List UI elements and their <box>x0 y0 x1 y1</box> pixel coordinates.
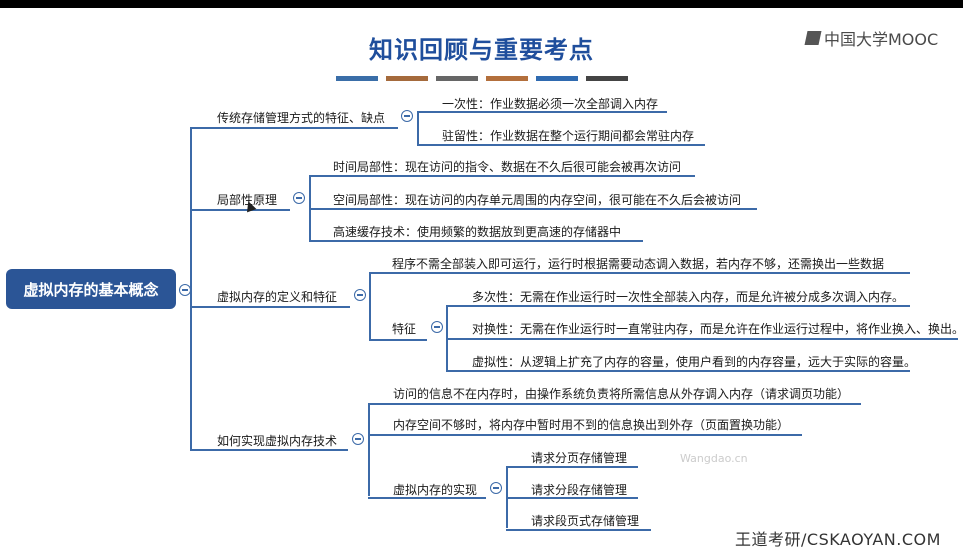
node-underline <box>506 529 651 531</box>
node-underline <box>446 370 910 372</box>
branch-underline <box>190 306 350 308</box>
impl-demand-segmentation[interactable]: 请求分段存储管理 <box>531 483 628 497</box>
node-definition[interactable]: 程序不需全部装入即可运行，运行时根据需要动态调入数据，若内存不够，还需换出一些数… <box>392 257 885 271</box>
node-underline <box>368 403 861 405</box>
branch-traditional-storage[interactable]: 传统存储管理方式的特征、缺点 <box>217 111 386 125</box>
cskaoyan-watermark: 王道考研/CSKAOYAN.COM <box>735 530 941 549</box>
branch-implementation[interactable]: 如何实现虚拟内存技术 <box>217 434 338 448</box>
branch-underline <box>190 449 348 451</box>
node-underline <box>417 111 667 113</box>
title-bar-segment <box>386 76 428 81</box>
top-bar <box>0 0 963 8</box>
branch-underline <box>190 127 398 129</box>
node-underline <box>369 339 427 341</box>
collapse-icon[interactable] <box>401 110 413 122</box>
title-bar-segment <box>536 76 578 81</box>
collapse-icon[interactable] <box>354 289 366 301</box>
branch-locality-principle[interactable]: 局部性原理 <box>217 193 278 207</box>
mooc-logo-text: 中国大学MOOC <box>824 30 939 49</box>
branch-connector <box>369 272 371 340</box>
node-underline <box>309 175 695 177</box>
node-virtual-memory-impl[interactable]: 虚拟内存的实现 <box>393 483 478 497</box>
node-underline <box>506 497 638 499</box>
collapse-icon[interactable] <box>431 321 443 333</box>
title-bar-segment <box>336 76 378 81</box>
root-connector <box>190 128 192 450</box>
node-features[interactable]: 特征 <box>392 322 417 336</box>
node-underline <box>368 497 486 499</box>
collapse-icon[interactable] <box>293 192 305 204</box>
title-bar-segment <box>486 76 528 81</box>
node-residency[interactable]: 驻留性：作业数据在整个运行期间都会常驻内存 <box>442 129 695 143</box>
node-cache-technology[interactable]: 高速缓存技术：使用频繁的数据放到更高速的存储器中 <box>333 225 622 239</box>
node-underline <box>417 144 705 146</box>
node-demand-paging-function[interactable]: 访问的信息不在内存时，由操作系统负责将所需信息从外存调入内存（请求调页功能） <box>393 387 850 401</box>
impl-demand-paging[interactable]: 请求分页存储管理 <box>531 451 628 465</box>
node-spatial-locality[interactable]: 空间局部性：现在访问的内存单元周围的内存空间，很可能在不久后会被访问 <box>333 193 742 207</box>
mooc-logo: 中国大学MOOC <box>804 26 939 50</box>
feature-virtuality[interactable]: 虚拟性：从逻辑上扩充了内存的容量，使用户看到的内存容量，远大于实际的容量。 <box>472 355 917 369</box>
feature-swappability[interactable]: 对换性：无需在作业运行时一直常驻内存，而是允许在作业运行过程中，将作业换入、换出… <box>472 322 963 336</box>
node-underline <box>369 272 910 274</box>
node-underline <box>309 208 757 210</box>
node-underline <box>506 466 638 468</box>
branch-connector <box>417 111 419 145</box>
node-underline <box>368 434 802 436</box>
faint-watermark: Wangdao.cn <box>680 452 748 465</box>
node-one-time[interactable]: 一次性：作业数据必须一次全部调入内存 <box>442 97 659 111</box>
slide-title: 知识回顾与重要考点 <box>369 36 594 64</box>
node-temporal-locality[interactable]: 时间局部性：现在访问的指令、数据在不久后很可能会被再次访问 <box>333 160 682 174</box>
feature-multiplicity[interactable]: 多次性：无需在作业运行时一次性全部装入内存，而是允许被分成多次调入内存。 <box>472 290 905 304</box>
node-page-replacement-function[interactable]: 内存空间不够时，将内存中暂时用不到的信息换出到外存（页面置换功能） <box>393 418 790 432</box>
node-underline <box>446 338 958 340</box>
impl-demand-segment-paging[interactable]: 请求段页式存储管理 <box>531 514 640 528</box>
title-bar-segment <box>436 76 478 81</box>
mooc-logo-icon <box>804 31 822 45</box>
branch-definition-features[interactable]: 虚拟内存的定义和特征 <box>217 290 338 304</box>
node-underline <box>446 305 910 307</box>
collapse-icon[interactable] <box>352 433 364 445</box>
collapse-icon[interactable] <box>490 482 502 494</box>
branch-connector <box>368 403 370 496</box>
title-bar-segment <box>586 76 628 81</box>
node-underline <box>309 240 643 242</box>
root-node[interactable]: 虚拟内存的基本概念 <box>6 269 176 309</box>
branch-underline <box>190 209 290 211</box>
